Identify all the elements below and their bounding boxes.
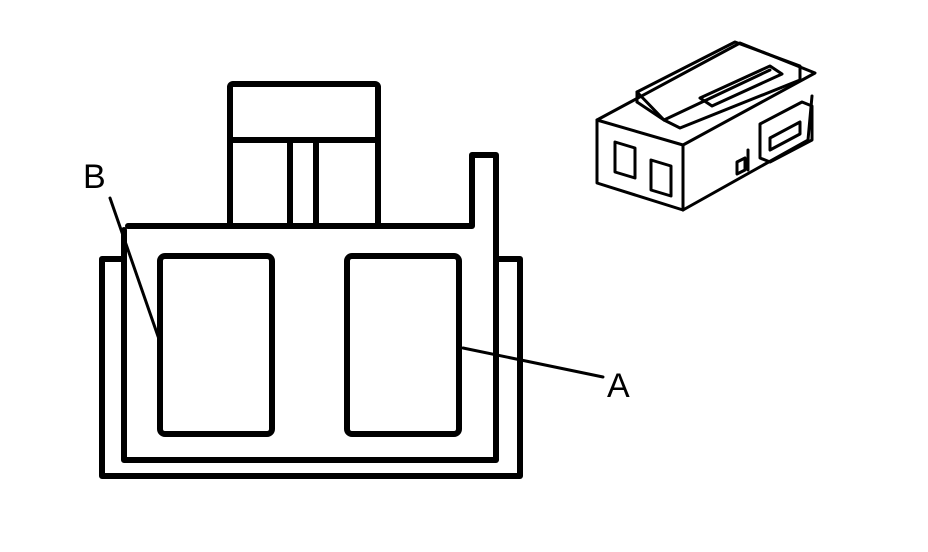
terminal-cavity-a: [344, 253, 462, 437]
iso-latch-edge-2: [635, 100, 666, 122]
iso-cavity-right: [649, 158, 673, 198]
terminal-cavity-b: [157, 253, 275, 437]
iso-side-lock-window: [768, 120, 802, 152]
leader-line-b: [108, 196, 162, 344]
connector-isometric-view: [595, 40, 817, 212]
iso-latch-slot: [698, 64, 784, 108]
leader-lines: [108, 196, 605, 379]
iso-side-notch: [735, 156, 747, 176]
iso-latch-ridge: [662, 68, 772, 122]
callout-label-b: B: [83, 158, 106, 196]
iso-cavity-left: [613, 140, 637, 180]
connector-face-view: [99, 81, 523, 479]
latch-tab: [227, 81, 381, 229]
callout-label-a: A: [607, 367, 630, 405]
inner-body: [121, 152, 499, 463]
outer-housing: [99, 256, 523, 479]
iso-side-lock: [758, 100, 814, 164]
leader-line-a: [461, 346, 605, 379]
